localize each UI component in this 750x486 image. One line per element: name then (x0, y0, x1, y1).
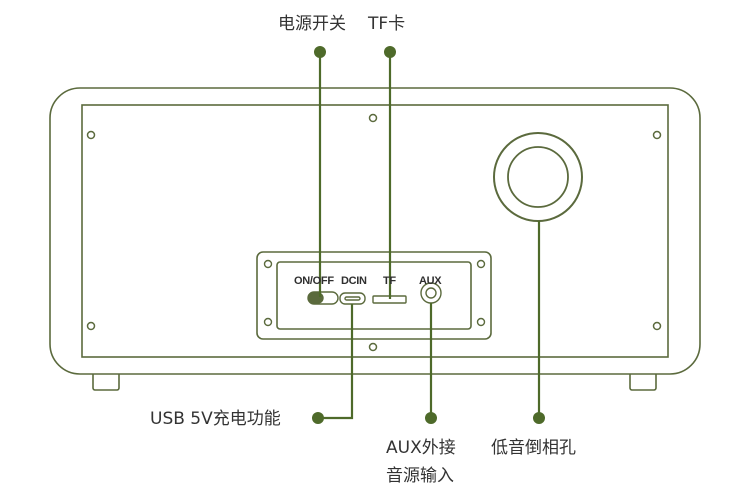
aux-input-label-line2: 音源输入 (386, 466, 454, 486)
power-callout-dot (314, 46, 326, 58)
aux-port-label: AUX (419, 275, 442, 287)
screw-icon (368, 113, 378, 123)
plate-screw-icon (263, 317, 273, 327)
usb-charging-label: USB 5V充电功能 (150, 409, 281, 429)
dcin-port-label: DCIN (341, 275, 367, 287)
screw-icon (652, 321, 662, 331)
bass-callout-dot (533, 412, 545, 424)
screw-icon (368, 342, 378, 352)
tf-port-label: TF (383, 275, 396, 287)
usb-callout-line (318, 304, 354, 420)
bass-port-label: 低音倒相孔 (491, 438, 576, 458)
power-switch-label: 电源开关 (278, 14, 346, 34)
screw-icon (86, 130, 96, 140)
control-plate-inner (276, 261, 472, 330)
plate-screw-icon (476, 259, 486, 269)
power-switch-icon (307, 291, 339, 305)
usb-callout-dot (312, 412, 324, 424)
onoff-port-label: ON/OFF (294, 275, 334, 287)
screw-icon (652, 130, 662, 140)
aux-callout-dot (425, 412, 437, 424)
tf-callout-dot (384, 46, 396, 58)
plate-screw-icon (263, 259, 273, 269)
aux-jack-icon (420, 282, 442, 304)
plate-screw-icon (476, 317, 486, 327)
tf-card-label: TF卡 (368, 14, 406, 34)
screw-icon (86, 321, 96, 331)
aux-input-label: AUX外接 (386, 438, 456, 458)
